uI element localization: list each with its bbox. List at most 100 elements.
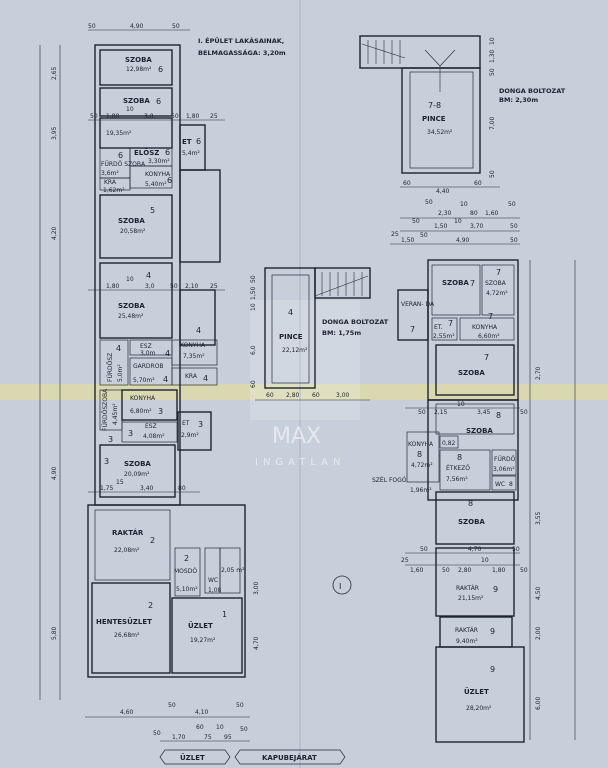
dim: 50 [510,223,518,230]
dim: 2,15 [434,409,448,416]
dim: 60 [474,180,482,187]
dim: 50 [172,23,180,30]
room-area: 6,60m² [478,333,500,340]
room-label: ET. [434,324,443,331]
room-label: WC [208,577,218,584]
unit-number: 6 [196,137,201,146]
room-label: FÜRDŐ [494,456,516,463]
dim: 50 [420,232,428,239]
room-area: 3,06m² [493,466,515,473]
dim: 10 [460,201,468,208]
dim: 3,00 [253,581,260,595]
unit-number: 2 [184,554,189,563]
room-area: 28,20m² [466,705,492,712]
room-area: 3,30m² [148,158,170,165]
room-area: 3,0m [140,350,156,357]
street-shop-label: ÜZLET [180,753,205,762]
dim: 4,70 [468,546,482,553]
dim: 6,00 [535,696,542,710]
room-area: 1,96m² [410,487,432,494]
room-area: 22,12m² [282,347,308,354]
room-label: ESZ [145,423,157,430]
dim: 50 [520,567,528,574]
left-building-walls [87,44,246,678]
room-area: 2,55m² [433,333,455,340]
unit-number: 3 [128,429,133,438]
dim: 60 [250,380,257,388]
room-area: 4,45m² [112,403,119,425]
unit-number: 7 [488,312,493,321]
room-label: ELŐSZ [134,148,159,157]
room-label: SZOBA [458,369,485,377]
gate-arrow [234,749,346,765]
dim: 50 [520,409,528,416]
dim: 15 [116,479,124,486]
room-area: 19,35m² [106,130,132,137]
dim: 1,50 [401,237,415,244]
dim: 50 [240,726,248,733]
unit-number: 7 [448,319,453,328]
room-area: 3,6m² [101,170,119,177]
room-area: 22,08m² [114,547,140,554]
unit-number: 6 [167,176,172,185]
unit-number: 7 [470,279,475,288]
room-label: ESZ [140,343,152,350]
vault-note: DONGA BOLTOZAT [499,87,566,95]
unit-number: 4 [163,375,168,384]
dim: 2,80 [286,392,300,399]
room-area: 5,70m² [133,377,155,384]
dim: 80 [178,485,186,492]
room-label: ET [182,420,190,427]
vault-height: BM: 2,30m [499,96,538,104]
room-label: PINCE [279,333,303,341]
room-label: MOSDÓ [174,568,197,575]
room-label: RAKTÁR [455,627,478,634]
room-label: ÜZLET [188,621,213,630]
room-area: 4,08m² [143,433,165,440]
vault-note: DONGA BOLTOZAT [322,318,389,326]
dim: 50 [489,68,496,76]
dim: 4,70 [253,636,260,650]
room-area: 26,68m² [114,632,140,639]
dim: 10 [489,37,496,45]
dim: 1,80 [106,283,120,290]
dim: 1,70 [172,734,186,741]
unit-number: 7-8 [428,101,441,110]
unit-number: 4 [196,326,201,335]
room-label: SZÉL FOGÓ [372,476,407,484]
dim: 3,45 [477,409,491,416]
dim: 1,80 [106,113,120,120]
dim: 4,60 [120,709,134,716]
room-label: KONYHA [180,342,206,349]
room-label: KONYHA [408,441,434,448]
dim: 3,95 [51,126,58,140]
room-area: 1,08 [208,587,222,594]
dim: 10 [126,276,134,283]
unit-number: 8 [509,481,513,488]
dim: 50 [418,409,426,416]
dim: 10 [481,557,489,564]
room-label: SZOBA [466,427,493,435]
unit-number: 3 [104,457,109,466]
dim: 50 [88,23,96,30]
room-area: 0,82 [442,440,456,447]
dim: 1,50 [434,223,448,230]
dim: 2,80 [458,567,472,574]
unit-number: 2 [148,601,153,610]
unit-number: 9 [493,585,498,594]
dim: 10 [454,218,462,225]
title-line1: I. ÉPÜLET LAKÁSAINAK, [198,36,284,45]
dim: 3,0 [144,113,154,120]
room-label: GARDROB [133,363,164,370]
dim: 1,60 [485,210,499,217]
room-label: SZOBA [442,279,469,287]
dim: 50 [420,546,428,553]
dim: 50 [236,702,244,709]
dim: 50 [412,218,420,225]
room-area: 5,0m² [117,364,124,382]
dim: 7,00 [489,116,496,130]
dim: 4,40 [436,188,450,195]
dim: 60 [403,180,411,187]
room-area: 4,72m² [486,290,508,297]
room-label: SZOBA [118,217,145,225]
